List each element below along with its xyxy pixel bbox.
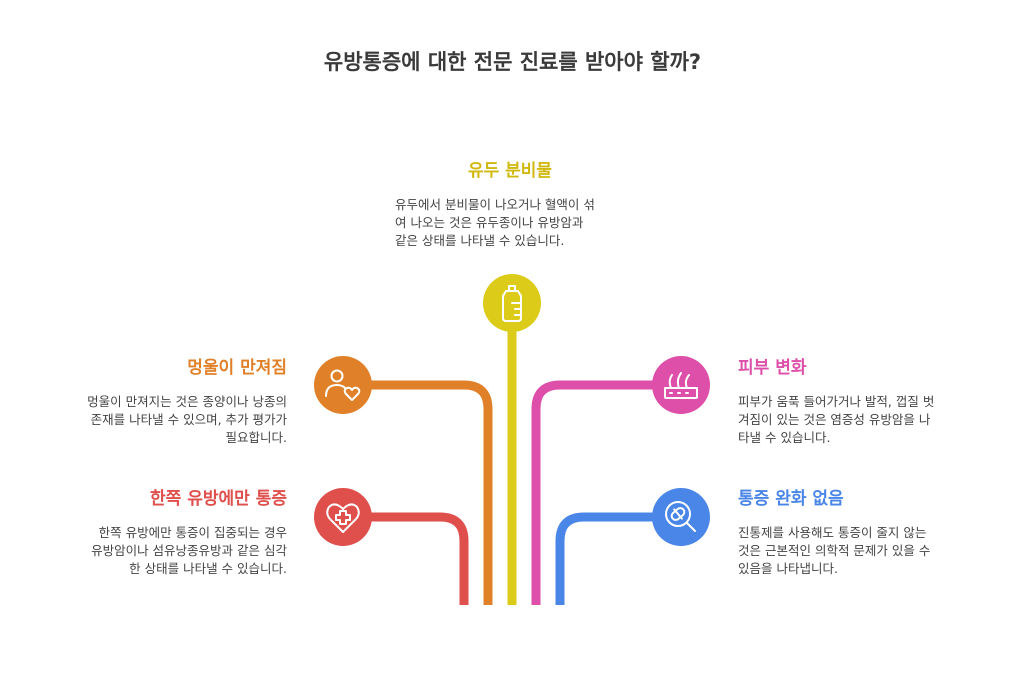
connector-pink — [531, 380, 654, 605]
desc-line: 겨짐이 있는 것은 염증성 유방암을 나 — [738, 412, 931, 427]
desc-line: 것은 근본적인 의학적 문제가 있을 수 — [738, 543, 931, 558]
node-nipple-discharge — [483, 274, 541, 332]
desc-line: 유방암이나 섬유낭종유방과 같은 심각 — [91, 543, 287, 558]
skin-change-block: 피부 변화 피부가 움푹 들어가거나 발적, 껍질 벗 겨짐이 있는 것은 염증… — [738, 357, 985, 447]
nipple-discharge-desc: 유두에서 분비물이 나오거나 혈액이 섞 여 나오는 것은 유두종이나 유방암과… — [395, 196, 635, 250]
desc-line: 타낼 수 있습니다. — [738, 430, 831, 445]
nipple-discharge-block: 유두 분비물 유두에서 분비물이 나오거나 혈액이 섞 여 나오는 것은 유두종… — [395, 160, 635, 250]
desc-line: 피부가 움푹 들어가거나 발적, 껍질 벗 — [738, 394, 935, 409]
page-title: 유방통증에 대한 전문 진료를 받아야 할까? — [323, 50, 702, 74]
one-sided-pain-title: 한쪽 유방에만 통증 — [150, 489, 287, 509]
desc-line: 필요합니다. — [225, 430, 287, 445]
skin-change-title: 피부 변화 — [738, 358, 807, 378]
heart-cross-icon — [326, 503, 360, 533]
node-skin-change — [652, 356, 710, 414]
desc-line: 한 상태를 나타낼 수 있습니다. — [129, 561, 287, 576]
bottle-icon — [502, 285, 522, 322]
one-sided-pain-block: 한쪽 유방에만 통증 한쪽 유방에만 통증이 집중되는 경우 유방암이나 섬유낭… — [40, 488, 287, 578]
no-relief-block: 통증 완화 없음 진통제를 사용해도 통증이 줄지 않는 것은 근본적인 의학적… — [738, 488, 985, 578]
skin-change-desc: 피부가 움푹 들어가거나 발적, 껍질 벗 겨짐이 있는 것은 염증성 유방암을… — [738, 393, 985, 447]
desc-line: 있음을 나타냅니다. — [738, 561, 838, 576]
one-sided-pain-desc: 한쪽 유방에만 통증이 집중되는 경우 유방암이나 섬유낭종유방과 같은 심각 … — [40, 524, 287, 578]
desc-line: 같은 상태를 나타낼 수 있습니다. — [395, 233, 565, 248]
desc-line: 유두에서 분비물이 나오거나 혈액이 섞 — [395, 197, 595, 212]
desc-line: 존재를 나타낼 수 있으며, 추가 평가가 — [90, 412, 287, 427]
node-no-relief — [652, 488, 710, 546]
node-lump — [314, 356, 372, 414]
person-heart-icon — [325, 369, 361, 401]
connector-blue — [555, 512, 654, 605]
lump-block: 멍울이 만져짐 멍울이 만져지는 것은 종양이나 낭종의 존재를 나타낼 수 있… — [40, 357, 287, 447]
desc-line: 여 나오는 것은 유두종이나 유방암과 — [395, 215, 584, 230]
node-one-sided-pain — [314, 488, 372, 546]
no-relief-title: 통증 완화 없음 — [738, 489, 844, 509]
lump-desc: 멍울이 만져지는 것은 종양이나 낭종의 존재를 나타낼 수 있으며, 추가 평… — [40, 393, 287, 447]
desc-line: 진통제를 사용해도 통증이 줄지 않는 — [738, 525, 927, 540]
connector-red — [370, 512, 469, 605]
pill-search-icon — [665, 501, 696, 532]
nipple-discharge-title: 유두 분비물 — [467, 161, 553, 181]
lump-title: 멍울이 만져짐 — [187, 358, 287, 378]
connector-orange — [370, 380, 493, 605]
skin-layers-icon — [664, 372, 698, 399]
no-relief-desc: 진통제를 사용해도 통증이 줄지 않는 것은 근본적인 의학적 문제가 있을 수… — [738, 524, 985, 578]
desc-line: 한쪽 유방에만 통증이 집중되는 경우 — [98, 525, 287, 540]
desc-line: 멍울이 만져지는 것은 종양이나 낭종의 — [87, 394, 287, 409]
